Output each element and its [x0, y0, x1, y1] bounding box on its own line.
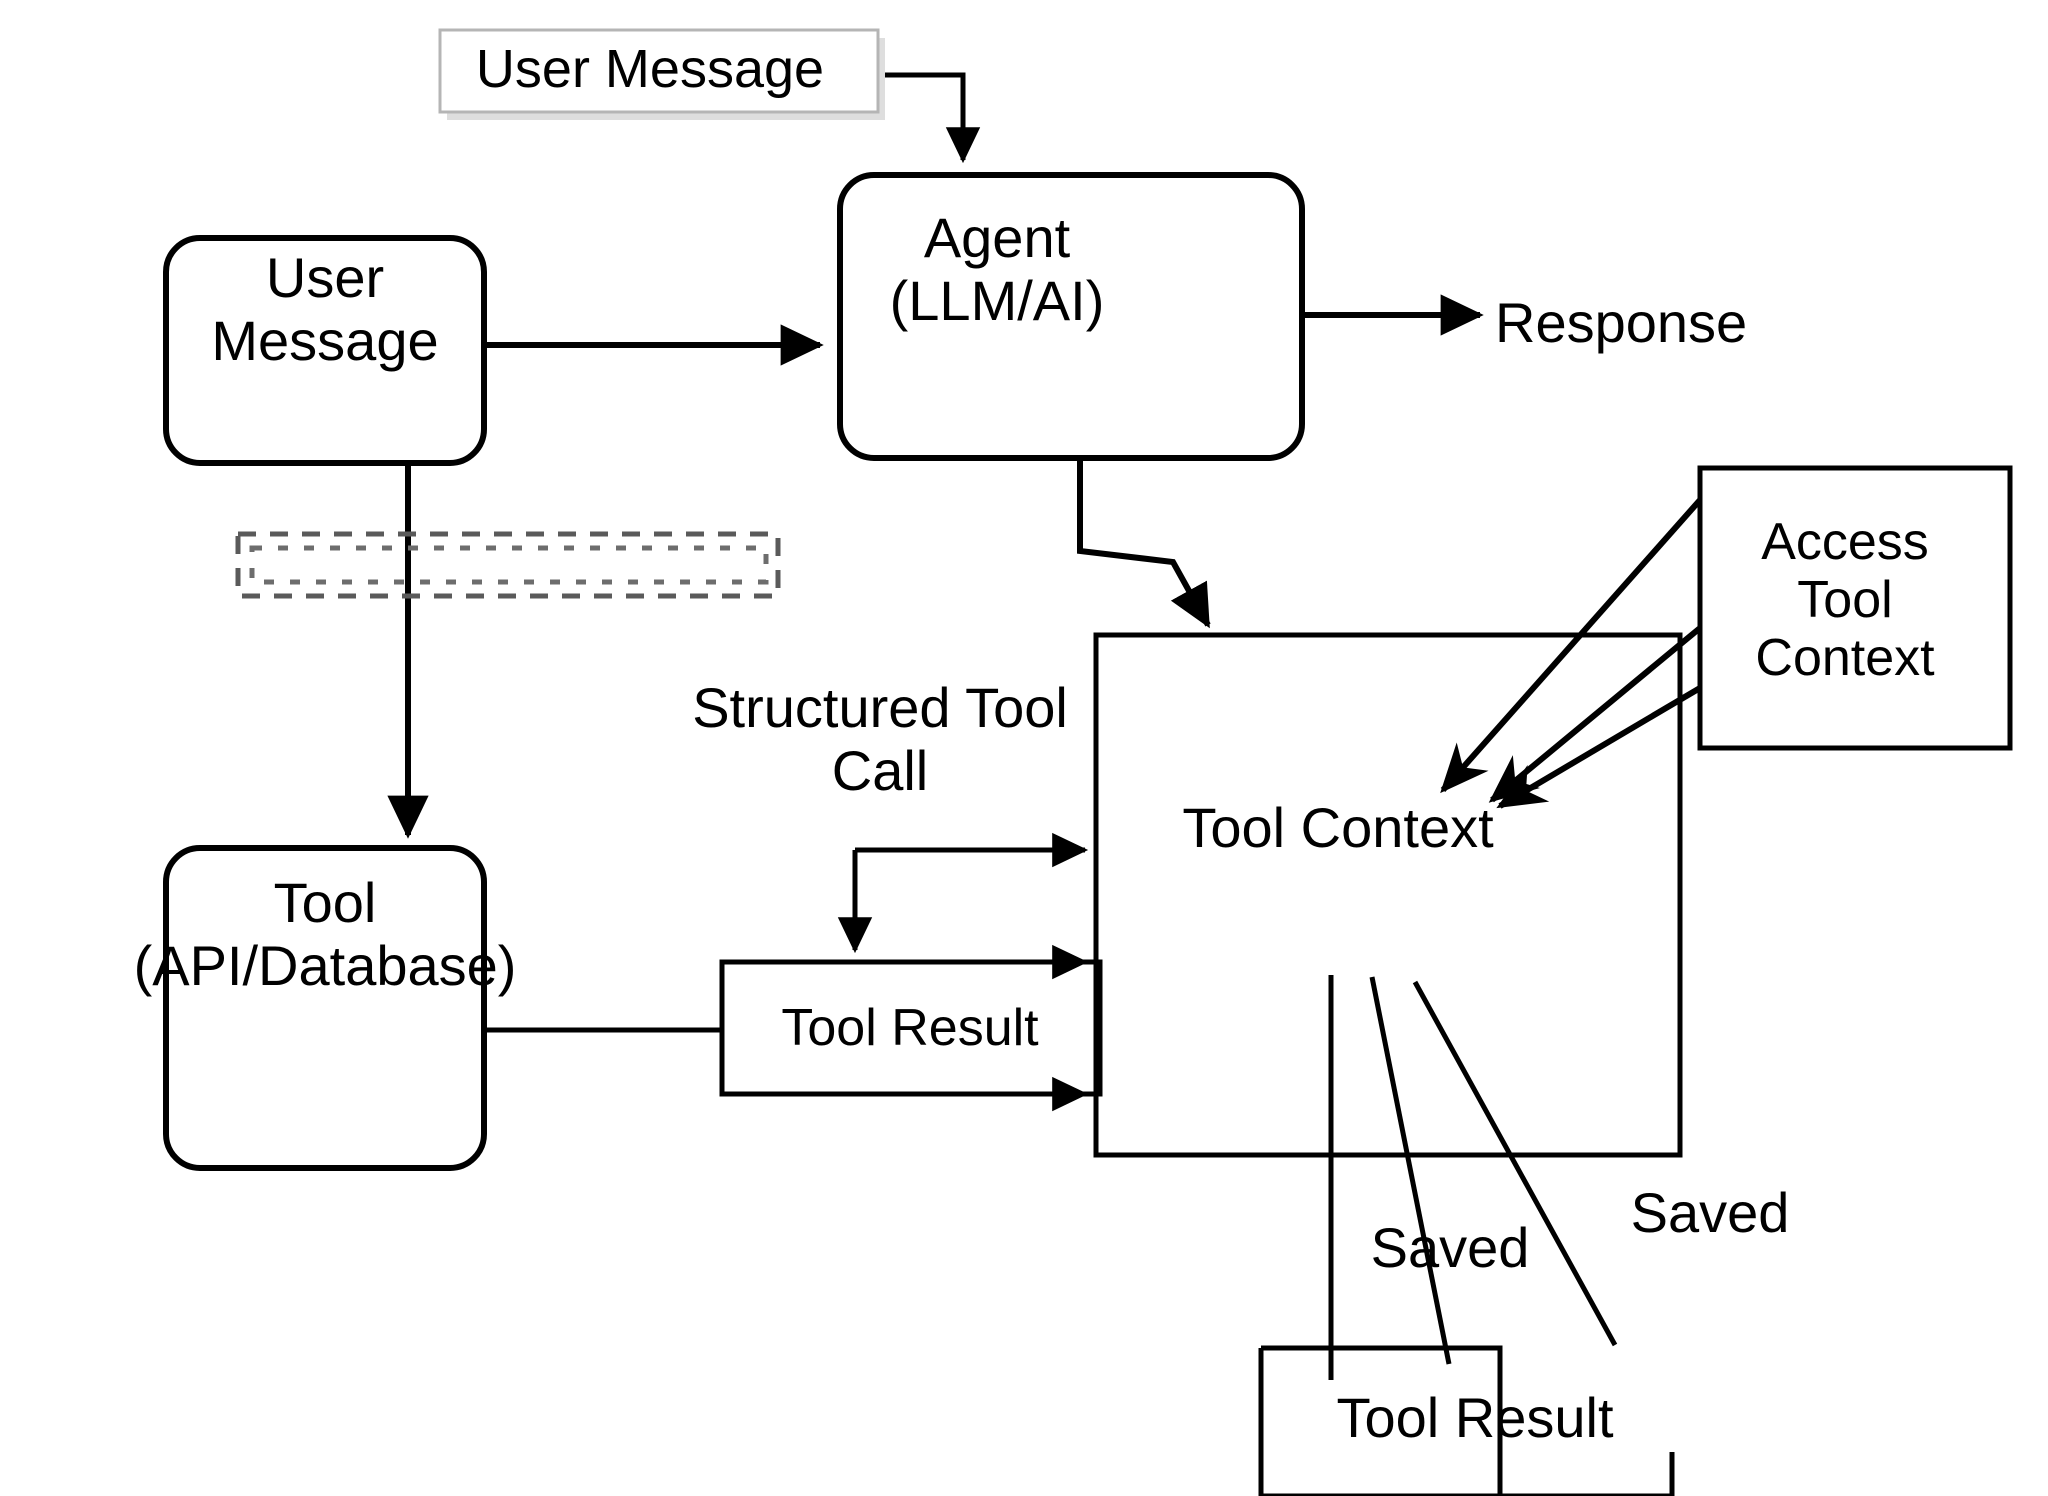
edge-access-context-3	[1496, 685, 1702, 809]
edge-saved-1	[1369, 976, 1452, 1365]
user-message-box	[163, 235, 487, 466]
tool-box	[163, 845, 487, 1171]
tool-result-middle-box	[719, 959, 1103, 1097]
edge-access-context-2	[1488, 625, 1702, 803]
access-tool-context-box	[1697, 465, 2013, 751]
tool-context-box	[1093, 632, 1683, 1158]
edge-agent-to-tool-context	[1077, 460, 1211, 629]
agent-box	[837, 172, 1305, 461]
dashed-placeholder-inner	[249, 545, 769, 585]
edge-access-context-1	[1440, 498, 1703, 794]
dashed-placeholder-outer	[235, 531, 781, 599]
edge-saved-2	[1412, 980, 1618, 1347]
user-message-top-box	[438, 28, 880, 114]
tool-result-bottom-box	[1258, 1345, 1675, 1496]
edge-usermsg-top-to-agent	[885, 72, 981, 164]
